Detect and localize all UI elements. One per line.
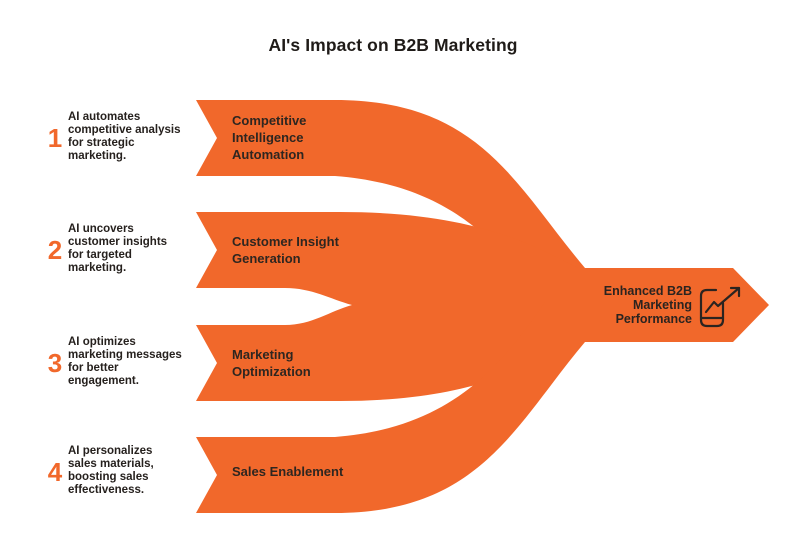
step-description-2: AI uncovers customer insights for target… <box>68 223 168 274</box>
phone-trend-up-icon <box>699 282 745 328</box>
band-label-competitive-intelligence-automation: Competitive Intelligence Automation <box>232 113 307 162</box>
band-label-sales-enablement: Sales Enablement <box>232 464 344 479</box>
step-number-2: 2 <box>47 235 63 265</box>
band-2-shape <box>196 212 618 305</box>
band-1-shape <box>196 100 585 308</box>
result-label: Enhanced B2B Marketing Performance <box>603 284 692 326</box>
step-description-1: AI automates competitive analysis for st… <box>68 111 181 162</box>
step-number-3: 3 <box>47 348 63 378</box>
step-number-1: 1 <box>47 123 63 153</box>
step-description-3: AI optimizes marketing messages for bett… <box>68 336 182 387</box>
band-label-customer-insight-generation: Customer Insight Generation <box>232 234 339 266</box>
band-3-shape <box>196 305 618 401</box>
page-title: AI's Impact on B2B Marketing <box>268 35 518 55</box>
step-number-4: 4 <box>47 457 63 487</box>
step-description-4: AI personalizes sales materials, boostin… <box>68 445 154 496</box>
band-label-marketing-optimization: Marketing Optimization <box>232 347 311 379</box>
result-arrow-shape <box>565 268 769 342</box>
band-4-shape <box>196 302 585 513</box>
